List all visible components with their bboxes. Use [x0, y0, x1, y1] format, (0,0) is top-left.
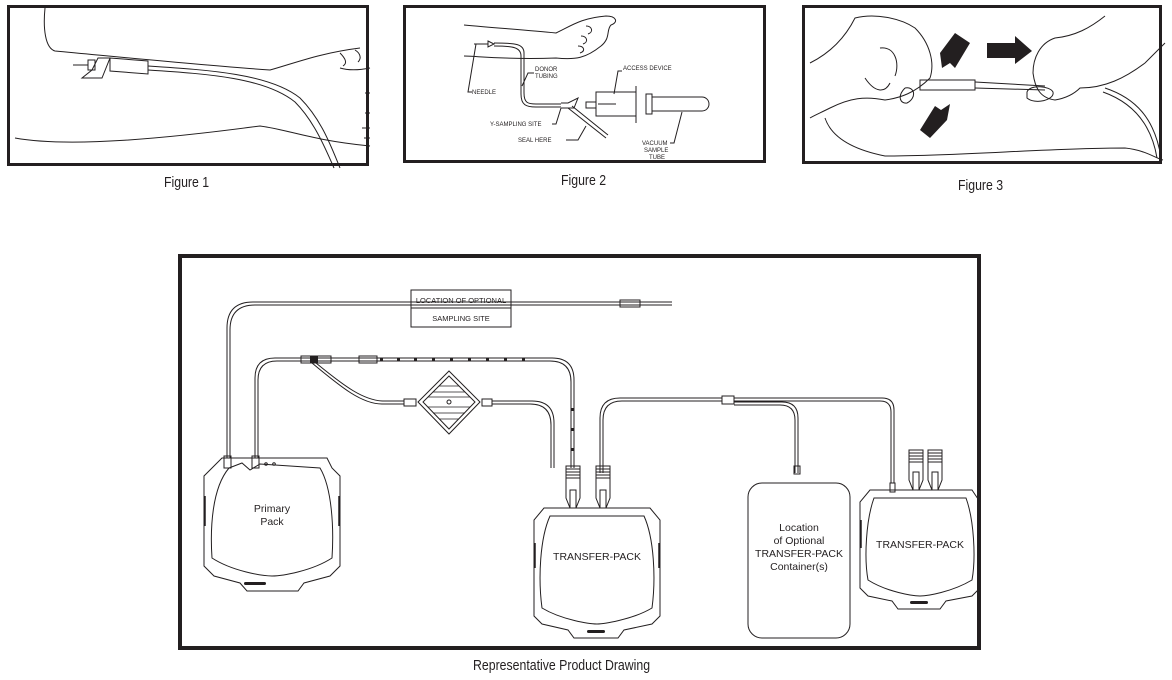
seal-here-leader: [566, 125, 587, 141]
fist-fingers: [577, 25, 593, 54]
figure-2-illustration: NEEDLE DONOR TUBING ACCESS DEVICE Y-SAMP…: [463, 15, 710, 161]
inline-connector-1-band: [310, 356, 318, 363]
tube-dash-marks: [380, 358, 574, 451]
transfer-pack-1-bag: [533, 465, 661, 639]
figure-2-panel: NEEDLE DONOR TUBING ACCESS DEVICE Y-SAMP…: [403, 5, 766, 163]
left-hand-fingers: [864, 47, 914, 104]
sampling-site-label-1: LOCATION OF OPTIONAL: [416, 296, 506, 305]
needle-guard: [109, 57, 149, 75]
donor-tubing-a: [147, 65, 341, 169]
figure-2-caption: Figure 2: [561, 172, 607, 189]
filter-outlet-connector: [481, 398, 493, 407]
needle-guard: [919, 79, 976, 91]
needle-tip: [474, 40, 496, 48]
product-drawing-illustration: LOCATION OF OPTIONAL SAMPLING SITE: [203, 289, 981, 639]
squeeze-arrow-bottom-icon: [920, 104, 950, 138]
vacuum-tube-cap: [645, 93, 653, 115]
product-drawing-caption: Representative Product Drawing: [473, 657, 651, 674]
inline-connector-2: [358, 355, 378, 364]
sampling-branch: [567, 105, 609, 139]
label-sample: SAMPLE: [644, 148, 668, 154]
figure-1-illustration: [14, 7, 371, 169]
arm-outline: [463, 15, 617, 60]
left-hand-outline: [809, 15, 933, 119]
figure-1-panel: [7, 5, 371, 169]
y-site-leader: [552, 107, 562, 125]
label-seal-here: SEAL HERE: [518, 138, 551, 144]
right-hand-outline: [1032, 15, 1166, 101]
optional-container: [747, 482, 851, 639]
arm-upper-edge: [43, 7, 361, 71]
transfer-line-optional: [734, 401, 799, 473]
pull-arrow-icon: [987, 36, 1032, 64]
sampling-site-connector: [619, 299, 641, 308]
filter-branch-line: [311, 362, 404, 405]
vacuum-tube-leader: [670, 111, 683, 144]
tubing-leader: [521, 72, 534, 87]
sampling-tube-b: [229, 304, 672, 458]
label-vacuum: VACUUM: [642, 141, 668, 147]
optional-container-label-4: Container(s): [770, 561, 828, 573]
sampling-site-label-2: SAMPLING SITE: [432, 314, 490, 323]
donor-tubing-b: [147, 69, 335, 169]
access-device-leader: [613, 70, 622, 95]
figure-3-panel: [802, 5, 1166, 164]
tubing-short: [974, 81, 1046, 91]
needle-hub: [87, 59, 96, 71]
label-tube: TUBE: [649, 155, 665, 161]
donor-tubing: [1102, 87, 1162, 159]
figure-1-caption: Figure 1: [164, 174, 210, 191]
product-drawing-panel: LOCATION OF OPTIONAL SAMPLING SITE: [178, 254, 981, 650]
donor-tubing-a: [493, 42, 561, 105]
hand-fingers: [339, 49, 371, 71]
primary-pack-label-2: Pack: [260, 516, 284, 528]
label-access-device: ACCESS DEVICE: [623, 66, 672, 72]
label-donor-tubing-2: TUBING: [535, 74, 558, 80]
figure-3-illustration: [809, 15, 1166, 161]
arm-lower-edge: [14, 125, 371, 147]
tape: [80, 57, 111, 79]
filter-icon: [417, 370, 481, 435]
main-line-b: [257, 360, 572, 468]
transfer-pack-2-label: TRANSFER-PACK: [876, 539, 964, 551]
vacuum-tube-body: [652, 96, 710, 112]
transfer-pack-1-label: TRANSFER-PACK: [553, 551, 641, 563]
sampling-tube-a: [226, 301, 672, 458]
main-line-a: [254, 357, 575, 468]
transfer-pack-2-bag: [859, 449, 981, 610]
access-device-nozzle: [585, 101, 616, 109]
needle-leader: [467, 43, 477, 93]
label-donor-tubing-1: DONOR: [535, 67, 558, 73]
squeeze-arrow-top-icon: [940, 33, 970, 68]
label-y-sampling-site: Y-SAMPLING SITE: [490, 122, 541, 128]
optional-container-label-2: of Optional: [774, 535, 825, 547]
optional-container-label-1: Location: [779, 522, 819, 534]
primary-pack-bag: [203, 455, 341, 592]
y-sampling-site: [561, 96, 579, 109]
optional-container-port: [793, 465, 801, 475]
y-connector: [721, 395, 735, 405]
hand-marks: [362, 92, 370, 139]
donor-tubing-b: [493, 45, 561, 108]
arm-lower: [824, 117, 1164, 161]
filter-outlet-line: [492, 400, 555, 468]
optional-container-label-3: TRANSFER-PACK: [755, 548, 843, 560]
filter-inlet-connector: [403, 398, 417, 407]
right-thumb: [1026, 86, 1054, 102]
figure-3-caption: Figure 3: [958, 177, 1004, 194]
transfer-line-right: [734, 397, 895, 483]
transfer-line-left: [599, 397, 722, 473]
primary-pack-label-1: Primary: [254, 503, 291, 515]
label-needle: NEEDLE: [472, 90, 496, 96]
